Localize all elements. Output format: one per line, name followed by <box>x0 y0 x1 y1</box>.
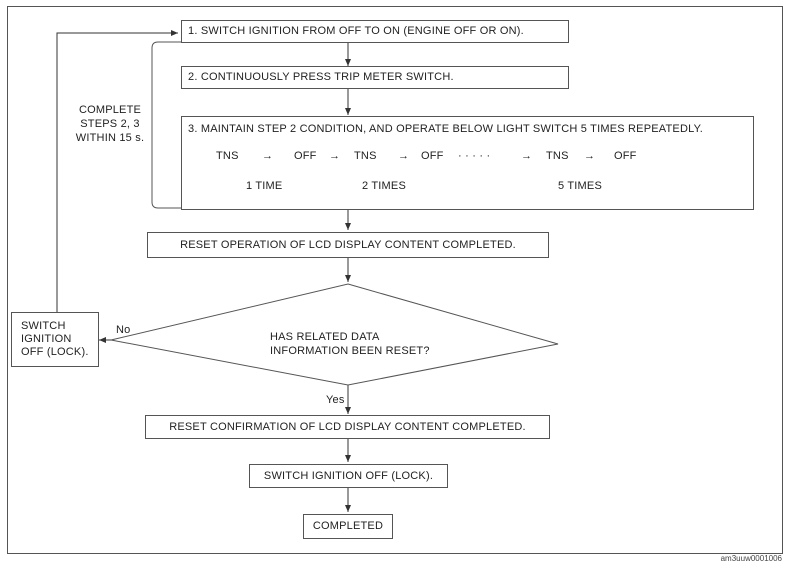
step-2-box: 2. CONTINUOUSLY PRESS TRIP METER SWITCH. <box>181 66 569 89</box>
reset-done-text: RESET OPERATION OF LCD DISPLAY CONTENT C… <box>180 238 516 251</box>
seq-arrow-1: → <box>262 150 274 162</box>
seq-dots: · · · · · <box>458 150 491 162</box>
seq-off-1: OFF <box>294 150 317 162</box>
switch-ignition-off-box: SWITCH IGNITION OFF (LOCK). <box>11 312 99 367</box>
seq-off-5: OFF <box>614 150 637 162</box>
decision-text-2: INFORMATION BEEN RESET? <box>270 345 430 357</box>
step-1-box: 1. SWITCH IGNITION FROM OFF TO ON (ENGIN… <box>181 20 569 43</box>
steps-bracket <box>151 41 181 209</box>
seq-arrow-3: → <box>398 150 410 162</box>
step-2-text: 2. CONTINUOUSLY PRESS TRIP METER SWITCH. <box>188 71 454 83</box>
side-complete-2: STEPS 2, 3 <box>80 118 140 130</box>
confirm-done-text: RESET CONFIRMATION OF LCD DISPLAY CONTEN… <box>169 420 526 433</box>
decision-text-1: HAS RELATED DATA <box>270 331 380 343</box>
switch-side-2: IGNITION <box>21 333 72 345</box>
figure-id: am3uuw0001006 <box>720 554 782 563</box>
seq-tns-1: TNS <box>216 150 239 162</box>
side-complete-3: WITHIN 15 s. <box>75 132 145 144</box>
completed-text: COMPLETED <box>312 520 384 532</box>
switch-off-text: SWITCH IGNITION OFF (LOCK). <box>263 469 434 482</box>
no-label: No <box>116 324 131 336</box>
completed-box: COMPLETED <box>303 514 393 539</box>
step-1-text: 1. SWITCH IGNITION FROM OFF TO ON (ENGIN… <box>188 25 524 37</box>
loop-back-line <box>56 30 178 312</box>
decision-diamond <box>110 283 559 386</box>
switch-off-box: SWITCH IGNITION OFF (LOCK). <box>249 464 448 488</box>
step-3-box: 3. MAINTAIN STEP 2 CONDITION, AND OPERAT… <box>181 116 754 210</box>
seq-arrow-4: → <box>521 150 533 162</box>
seq-tns-2: TNS <box>354 150 377 162</box>
seq-arrow-2: → <box>329 150 341 162</box>
confirm-done-box: RESET CONFIRMATION OF LCD DISPLAY CONTEN… <box>145 415 550 439</box>
seq-tns-5: TNS <box>546 150 569 162</box>
yes-label: Yes <box>326 394 345 406</box>
step-3-text: 3. MAINTAIN STEP 2 CONDITION, AND OPERAT… <box>188 123 703 135</box>
side-complete-1: COMPLETE <box>78 104 142 116</box>
seq-label-1-time: 1 TIME <box>246 180 283 192</box>
seq-off-2: OFF <box>421 150 444 162</box>
diagram-frame <box>7 6 783 554</box>
seq-arrow-5: → <box>584 150 596 162</box>
seq-label-2-times: 2 TIMES <box>362 180 406 192</box>
switch-side-3: OFF (LOCK). <box>21 346 89 358</box>
reset-done-box: RESET OPERATION OF LCD DISPLAY CONTENT C… <box>147 232 549 258</box>
seq-label-5-times: 5 TIMES <box>558 180 602 192</box>
switch-side-1: SWITCH <box>21 320 66 332</box>
